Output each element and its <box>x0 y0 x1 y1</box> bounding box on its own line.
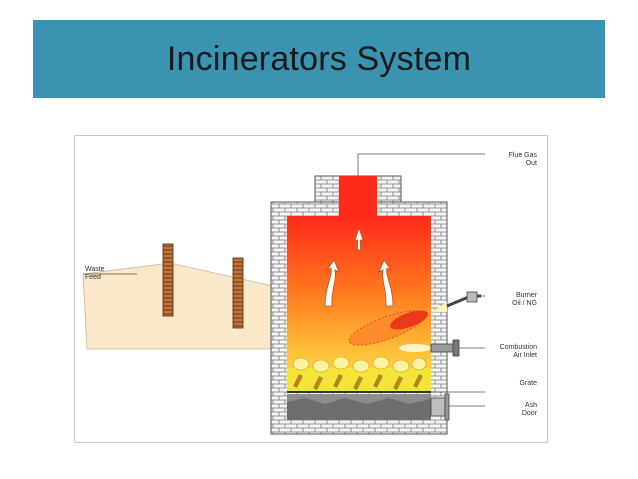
waste-feed-label: Waste Feed <box>85 266 125 282</box>
label-line: Combustion <box>499 344 537 351</box>
label-line: Ash <box>524 402 537 409</box>
slide-title: Incinerators System <box>166 40 472 78</box>
burner-label: Burner Oil / NG <box>485 292 537 308</box>
label-line: Oil / NG <box>512 300 537 307</box>
ash-pit <box>287 394 431 420</box>
curved-arrow-icon <box>324 259 340 307</box>
label-line: Air Inlet <box>513 352 537 359</box>
grate-label: Grate <box>519 380 537 387</box>
burning-waste <box>287 356 431 392</box>
label-line: Feed <box>85 274 101 281</box>
combustion-air-inlet <box>399 339 485 357</box>
label-line: Flue Gas <box>508 152 537 159</box>
title-bar: Incinerators System <box>33 20 605 98</box>
label-line: Burner <box>515 292 537 299</box>
burner-nozzle <box>446 291 485 308</box>
label-line: Waste <box>85 266 105 273</box>
burner-flame <box>348 302 447 346</box>
incinerator-diagram: Flue Gas Out Waste Feed Burner Oil / NG … <box>74 135 548 443</box>
support-post-2 <box>232 257 244 329</box>
combustion-air-inlet-label: Combustion Air Inlet <box>485 344 537 360</box>
flue-stack <box>339 176 377 216</box>
label-line: Door <box>521 410 537 417</box>
support-post-1 <box>162 243 174 317</box>
label-line: Out <box>525 160 537 167</box>
ash-door-label: Ash Door <box>485 402 537 418</box>
ash-door <box>430 393 485 421</box>
curved-arrow-icon <box>378 259 394 307</box>
flue-gas-out-label: Flue Gas Out <box>485 152 537 168</box>
incinerator-illustration <box>82 153 485 435</box>
flue-gas-leader <box>357 153 485 176</box>
hot-gas-arrows <box>324 226 394 307</box>
up-arrow-icon <box>354 226 364 251</box>
